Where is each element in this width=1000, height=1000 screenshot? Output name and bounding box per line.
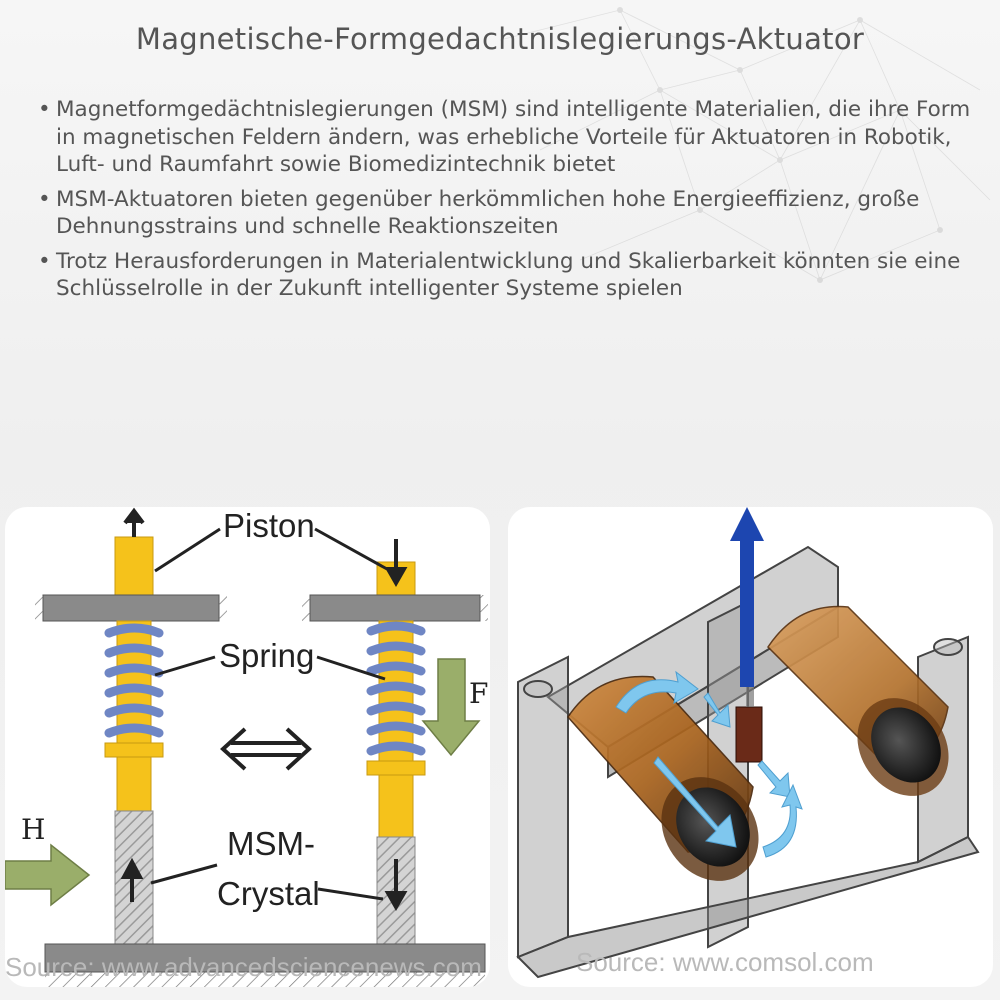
msm-schematic-panel: H F Piston Spring MSM- Crystal Source: w…	[5, 507, 490, 987]
bullet-item: Trotz Herausforderungen in Materialentwi…	[38, 248, 983, 303]
crystal-label-line1: MSM-	[227, 825, 315, 862]
actuator-extended	[35, 507, 227, 947]
force-arrow	[421, 658, 481, 757]
double-arrow-icon	[220, 727, 312, 771]
force-label: F	[469, 677, 488, 710]
field-label: H	[21, 813, 45, 846]
bullet-item: MSM-Aktuatoren bieten gegenüber herkömml…	[38, 186, 983, 241]
page-title: Magnetische-Formgedachtnislegierungs-Akt…	[135, 22, 865, 56]
msm-actuator-render-panel: Source: www.comsol.com	[508, 507, 993, 987]
arrow-down-icon	[384, 539, 408, 588]
coil-right	[767, 605, 949, 796]
arrow-up-icon	[120, 857, 144, 902]
magnetic-field-arrow	[5, 843, 91, 907]
force-arrow-up	[730, 507, 764, 687]
piston-label: Piston	[223, 507, 315, 544]
crystal-label-line2: Crystal	[217, 875, 320, 912]
arrow-down-icon	[384, 859, 408, 912]
spring-coil	[104, 623, 164, 738]
bullet-item: Magnetformgedächtnislegierungen (MSM) si…	[38, 96, 983, 179]
flux-arrows	[615, 670, 803, 858]
bullet-list: Magnetformgedächtnislegierungen (MSM) si…	[38, 96, 983, 310]
msm-schematic-diagram: H F Piston Spring MSM- Crystal	[5, 507, 488, 987]
msm-actuator-3d-illustration	[516, 507, 980, 979]
msm-element	[735, 706, 763, 763]
source-caption-left: Source: www.advancedsciencenews.com	[5, 952, 482, 982]
source-caption-right: Source: www.comsol.com	[576, 947, 874, 977]
spring-coil	[366, 621, 426, 756]
arrow-up-icon	[123, 507, 145, 537]
actuator-compressed	[302, 539, 488, 947]
spring-label: Spring	[219, 637, 314, 674]
